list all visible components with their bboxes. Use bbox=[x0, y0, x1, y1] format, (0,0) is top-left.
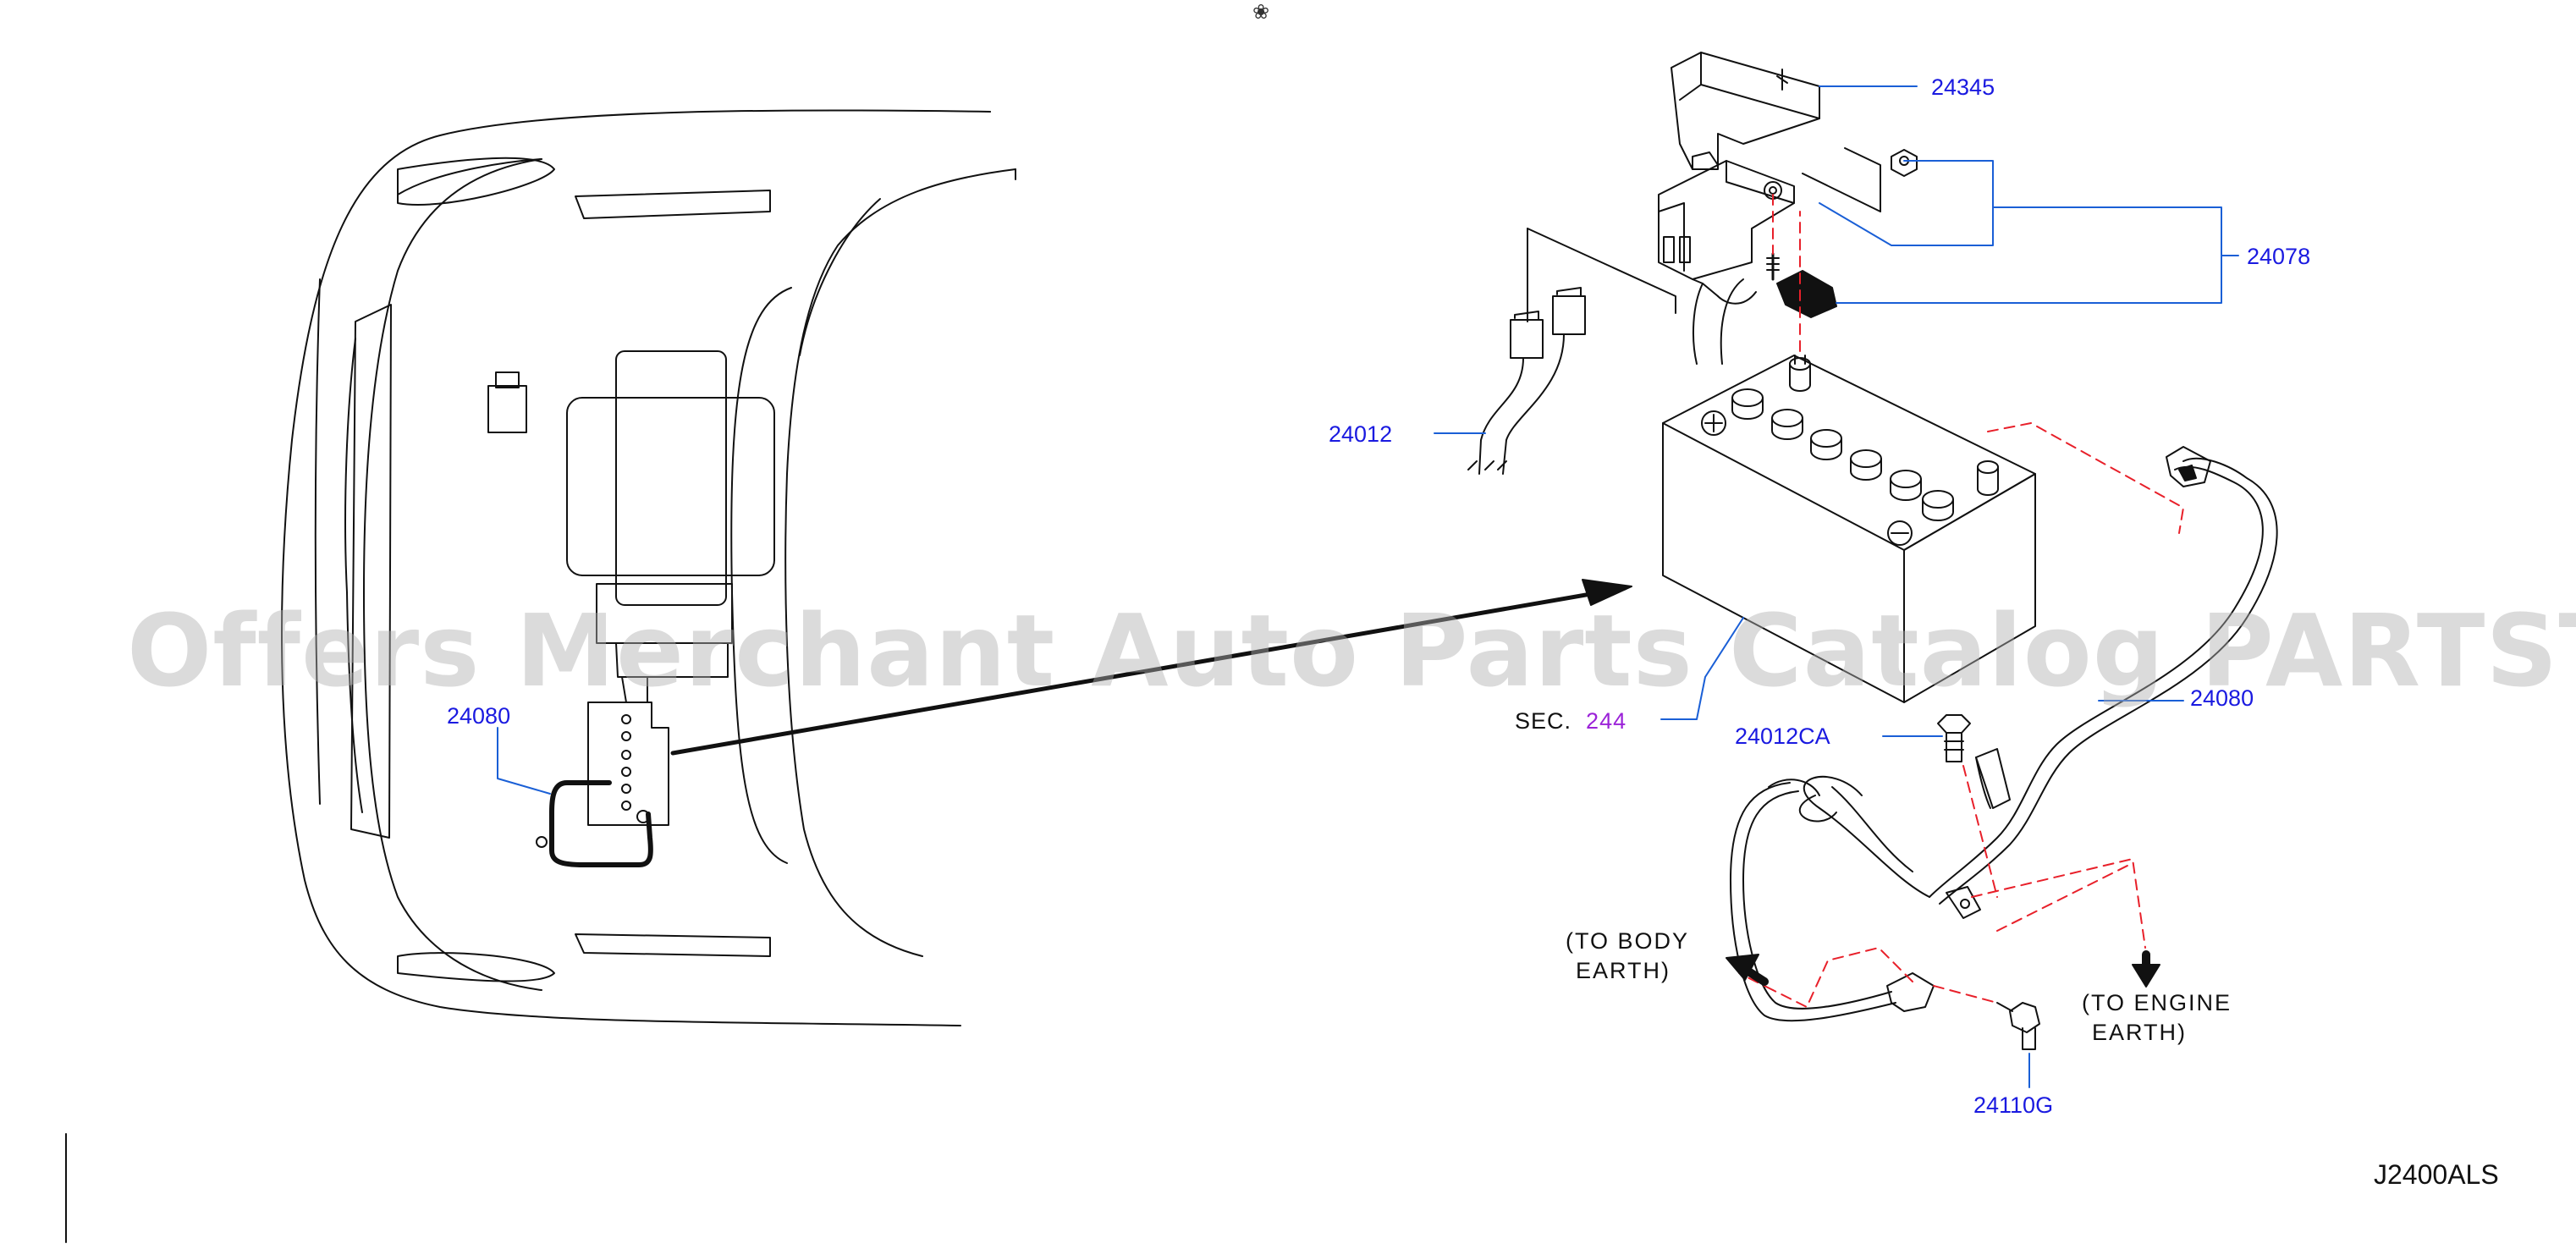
note-body-earth: (TO BODY EARTH) bbox=[1566, 927, 1689, 986]
leader-lines bbox=[1434, 85, 2239, 1088]
flower-icon: ❀ bbox=[1252, 1, 1270, 24]
arrow-to-battery bbox=[670, 579, 1632, 756]
negative-cable bbox=[1730, 446, 2278, 1050]
note-engine-earth-line1: (TO ENGINE bbox=[2082, 990, 2232, 1015]
note-body-earth-line2: EARTH) bbox=[1576, 958, 1671, 984]
car-outline bbox=[281, 109, 1016, 1026]
note-engine-earth-line2: EARTH) bbox=[2092, 1020, 2188, 1046]
note-engine-earth: (TO ENGINE EARTH) bbox=[2082, 988, 2232, 1048]
label-24080-left: 24080 bbox=[447, 703, 511, 729]
label-24012: 24012 bbox=[1329, 421, 1393, 447]
terminal-cover bbox=[1671, 52, 1820, 170]
note-body-earth-line1: (TO BODY bbox=[1566, 928, 1690, 954]
label-24012ca: 24012CA bbox=[1735, 724, 1830, 749]
sec-reference: SEC. 244 bbox=[1515, 707, 1627, 736]
battery bbox=[1662, 355, 2036, 703]
dashed-guides bbox=[1738, 194, 2184, 1008]
harness bbox=[1467, 228, 1676, 475]
sec-number: 244 bbox=[1586, 708, 1627, 734]
label-24110g: 24110G bbox=[1973, 1092, 2054, 1118]
earth-arrows bbox=[1726, 950, 2160, 988]
label-24345: 24345 bbox=[1931, 74, 1995, 100]
diagram-code: J2400ALS bbox=[2374, 1159, 2499, 1190]
label-24080-right: 24080 bbox=[2190, 685, 2254, 711]
label-24078: 24078 bbox=[2247, 244, 2311, 269]
sec-prefix: SEC. bbox=[1515, 708, 1572, 734]
terminal-block bbox=[1658, 147, 1918, 365]
